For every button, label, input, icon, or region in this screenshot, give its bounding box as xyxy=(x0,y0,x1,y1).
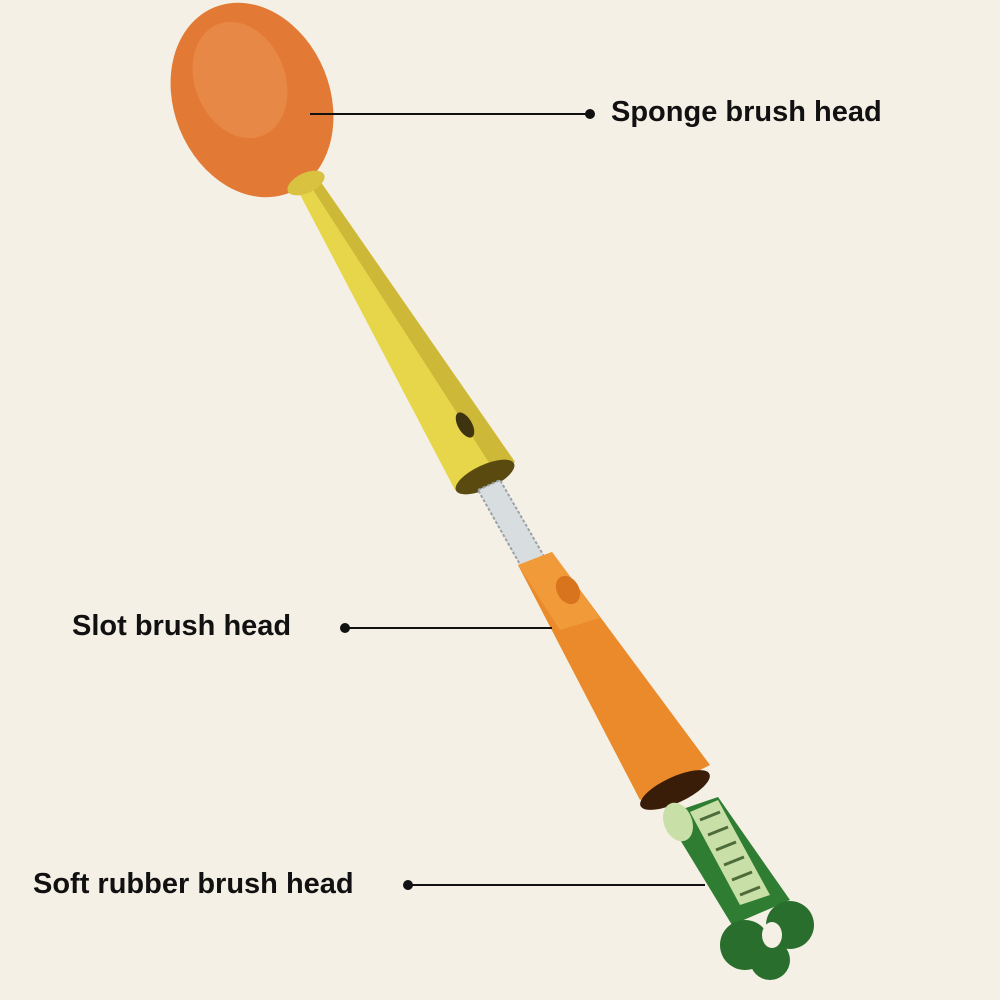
soft-rubber-brush-head xyxy=(663,797,814,980)
sponge-brush-head-label: Sponge brush head xyxy=(611,96,882,128)
slot-brush-bristles xyxy=(476,478,547,570)
soft-rubber-brush-head-label: Soft rubber brush head xyxy=(33,868,354,900)
slot-brush-head-label: Slot brush head xyxy=(72,610,292,642)
